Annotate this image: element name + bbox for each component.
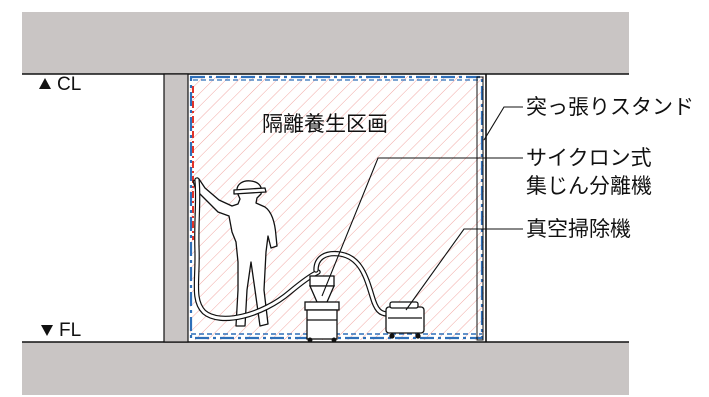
cyclone-leader bbox=[321, 157, 523, 297]
wall-column bbox=[163, 73, 189, 343]
cl-triangle-icon bbox=[39, 78, 51, 89]
cyclone-label-line2: 集じん分離機 bbox=[526, 174, 652, 198]
stand-leader bbox=[483, 106, 523, 141]
ceiling-slab bbox=[22, 12, 629, 74]
fl-label: FL bbox=[59, 320, 81, 341]
enclosure-label: 隔離養生区画 bbox=[262, 112, 388, 136]
floor-slab bbox=[22, 342, 629, 395]
cyclone-label-line1: サイクロン式 bbox=[526, 146, 652, 170]
vacuum-cleaner bbox=[385, 301, 425, 339]
fl-triangle-icon bbox=[41, 325, 53, 336]
vacuum-leader bbox=[405, 228, 523, 311]
cl-label: CL bbox=[57, 74, 81, 95]
vacuum-label: 真空掃除機 bbox=[526, 217, 631, 241]
prop-stand bbox=[476, 76, 484, 341]
cyclone-separator bbox=[304, 275, 340, 343]
stand-label: 突っ張りスタンド bbox=[526, 95, 694, 119]
enclosure-boundary bbox=[189, 75, 484, 340]
worker-figure bbox=[192, 178, 278, 327]
